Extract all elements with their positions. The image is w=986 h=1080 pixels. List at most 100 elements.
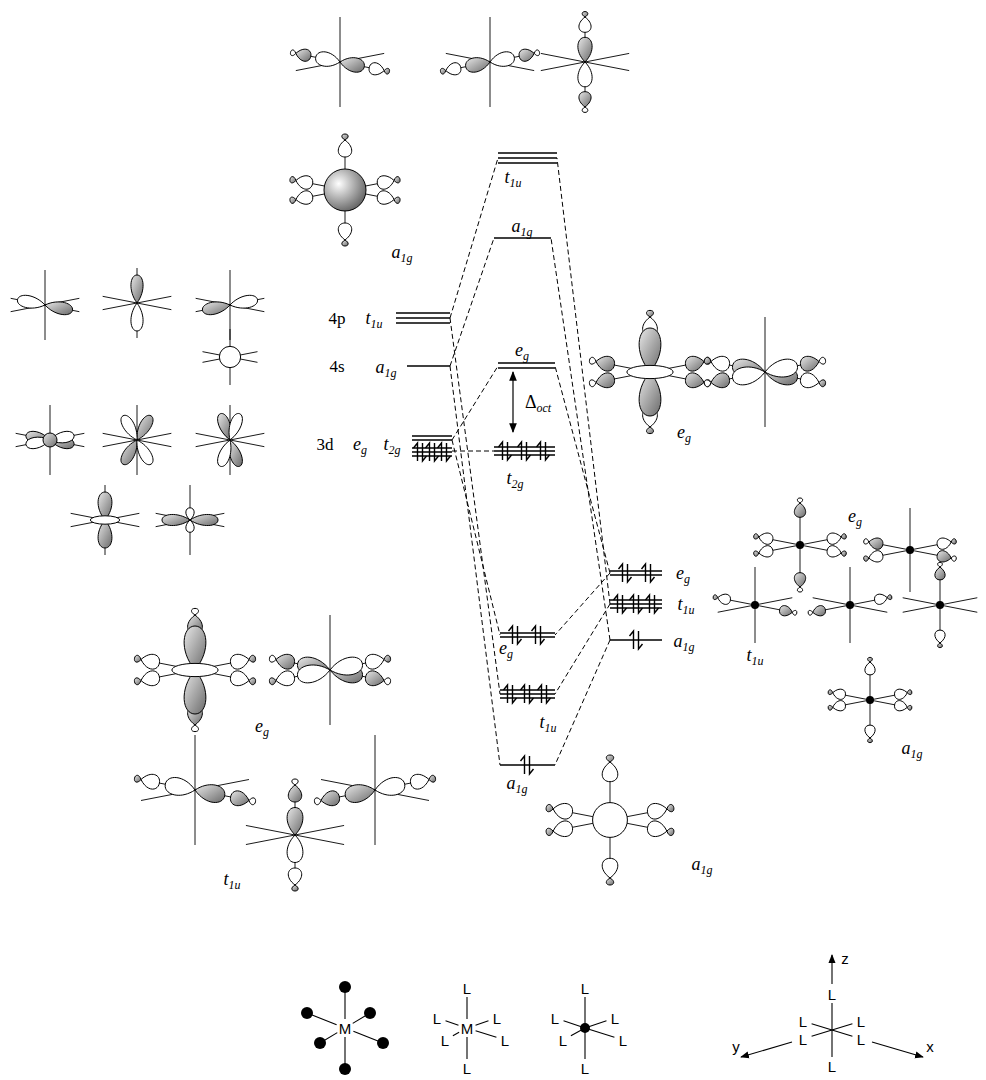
orbital-lobe bbox=[553, 821, 572, 837]
label-main: a bbox=[507, 773, 516, 793]
correlation-line bbox=[450, 158, 498, 318]
label-main: t bbox=[746, 645, 751, 665]
bond-line bbox=[466, 997, 467, 1019]
orbital-lobe bbox=[646, 310, 653, 317]
electron-down bbox=[530, 685, 534, 703]
metal-dot bbox=[866, 696, 874, 704]
orbital-lobe bbox=[446, 63, 461, 75]
orbital-lobe bbox=[868, 738, 873, 743]
electron-down bbox=[518, 626, 522, 644]
orbital-lobe bbox=[186, 520, 194, 532]
orbital-lobe bbox=[162, 514, 190, 525]
energy-level bbox=[610, 574, 662, 576]
orbital-lobe bbox=[191, 725, 198, 732]
orbital-lobe bbox=[290, 197, 296, 203]
orbital-lobe bbox=[865, 725, 875, 738]
orbital-lobe bbox=[937, 538, 951, 549]
correlation-line bbox=[452, 366, 498, 440]
metal-dot bbox=[751, 601, 759, 609]
label-main: t bbox=[223, 869, 228, 889]
orbital-lobe bbox=[797, 498, 802, 503]
atom-label: L bbox=[433, 1011, 441, 1026]
axis-arrow bbox=[741, 1042, 792, 1057]
orbital-lobe bbox=[190, 514, 218, 525]
orbital-lobe bbox=[553, 803, 572, 819]
orbital-lobe bbox=[296, 176, 313, 189]
bond-line bbox=[476, 1031, 497, 1038]
orbital-lobe bbox=[519, 49, 534, 61]
label-subscript: g bbox=[856, 515, 862, 529]
atom-label: L bbox=[581, 981, 589, 996]
electron-down bbox=[623, 595, 627, 613]
orbital-lobe bbox=[667, 828, 674, 835]
orbital-lobe bbox=[131, 303, 143, 331]
orbital-lobe bbox=[141, 774, 160, 789]
orbital-lobe bbox=[813, 606, 826, 616]
label-subscript: 1g bbox=[401, 251, 413, 265]
orbital-lobe bbox=[579, 17, 591, 32]
splitting-arrow bbox=[512, 372, 513, 432]
correlation-line bbox=[452, 440, 500, 635]
orbital-lobe bbox=[191, 608, 198, 615]
symmetry-label: eg bbox=[677, 423, 691, 441]
orbital-lobe bbox=[218, 440, 231, 467]
orbital-lobe bbox=[864, 539, 869, 544]
orbital-lobe bbox=[874, 594, 887, 604]
orbital-lobe bbox=[292, 885, 298, 891]
bond-line bbox=[584, 1028, 585, 1059]
label-subscript: 1u bbox=[371, 317, 383, 331]
ligand-dot bbox=[301, 1007, 313, 1019]
axis-line bbox=[812, 1024, 832, 1030]
axis-line bbox=[903, 598, 978, 613]
orbital-lobe bbox=[384, 655, 391, 662]
energy-level bbox=[500, 636, 555, 638]
orbital-lobe bbox=[864, 556, 869, 561]
electron-down bbox=[655, 595, 659, 613]
symmetry-label: t1u bbox=[365, 309, 382, 327]
orbital-lobe bbox=[137, 440, 153, 465]
orbital-lobe bbox=[186, 508, 194, 520]
orbital-lobe bbox=[287, 808, 303, 836]
orbital-lobe bbox=[685, 373, 704, 388]
metal-dot bbox=[796, 541, 804, 549]
label-main: e bbox=[499, 638, 507, 658]
orbital-lobe bbox=[316, 52, 340, 67]
orbital-lobe bbox=[704, 357, 711, 364]
ligand-dot bbox=[339, 981, 351, 993]
orbital-lobe bbox=[841, 551, 846, 556]
electron-up bbox=[537, 442, 541, 460]
symmetry-label: a1g bbox=[902, 739, 923, 757]
orbital-lobe bbox=[288, 785, 301, 802]
orbital-lobe bbox=[704, 380, 711, 387]
orbital-lobe bbox=[711, 356, 730, 371]
symmetry-label: t1u bbox=[539, 713, 556, 731]
orbital-lobe bbox=[296, 191, 313, 204]
symmetry-label: t1u bbox=[677, 595, 694, 613]
atom-label: L bbox=[551, 1011, 559, 1026]
electron-down bbox=[639, 631, 643, 649]
bond-line bbox=[446, 1021, 459, 1025]
atom-label: L bbox=[799, 1032, 807, 1047]
orbital-lobe bbox=[340, 58, 364, 73]
orbital-lobe bbox=[754, 551, 759, 556]
atom-label: y bbox=[732, 1039, 740, 1054]
bond-line bbox=[466, 1037, 467, 1059]
label-subscript: 1u bbox=[510, 176, 522, 190]
atom-label: L bbox=[493, 1011, 501, 1026]
orbital-lobe bbox=[578, 62, 592, 87]
orbital-lobe bbox=[865, 662, 875, 675]
label-subscript: oct bbox=[536, 401, 551, 415]
electron-down bbox=[447, 443, 451, 461]
orbital-lobe bbox=[230, 791, 249, 806]
correlation-line bbox=[557, 158, 610, 604]
axis-line bbox=[71, 513, 140, 526]
electron-up bbox=[614, 595, 618, 613]
orbital-lobe bbox=[828, 690, 833, 695]
label-subscript: g bbox=[684, 572, 690, 586]
electron-up bbox=[646, 595, 650, 613]
orbital-lobe bbox=[582, 107, 588, 112]
label-main: a bbox=[674, 631, 683, 651]
label-subscript: g bbox=[523, 349, 529, 363]
label-main: e bbox=[353, 434, 361, 454]
